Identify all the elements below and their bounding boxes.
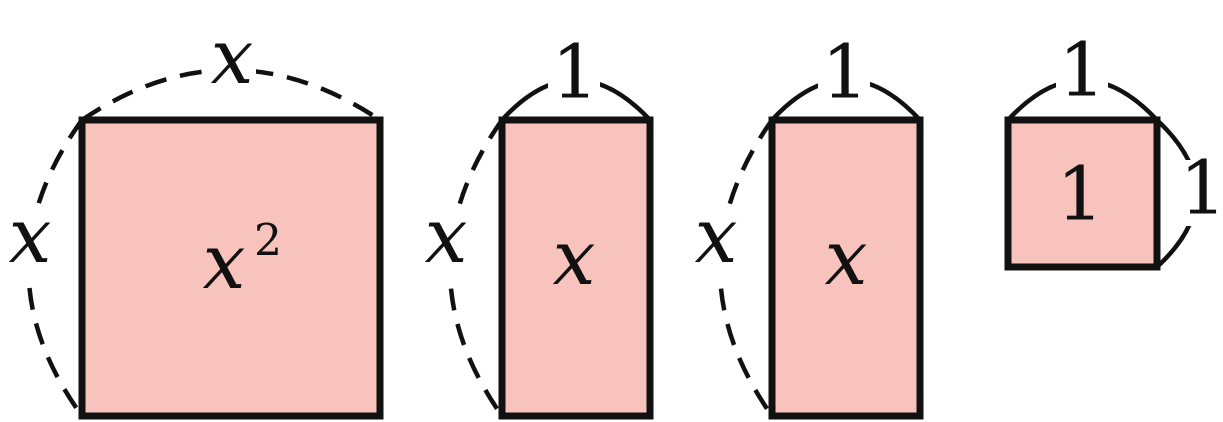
tile-x-a: 1 x x (422, 29, 654, 420)
side-label-x-a: x (425, 191, 468, 280)
area-label-x-a: x (553, 213, 596, 302)
tile-x-b: 1 x x (692, 29, 924, 420)
top-label-x-a: 1 (551, 29, 598, 115)
square-tile-x-squared (78, 116, 384, 420)
area-label-x-squared: x (203, 217, 246, 306)
tile-one: 1 1 1 (1004, 27, 1223, 271)
side-label-one: 1 (1179, 145, 1223, 231)
area-label-x-b: x (825, 213, 868, 302)
unit-tile-one (1004, 116, 1161, 271)
rect-tile-x-b (768, 116, 924, 420)
rect-tile-x-a (498, 116, 654, 420)
area-exponent-x-squared: 2 (254, 216, 282, 267)
area-label-one: 1 (1056, 151, 1103, 237)
top-label-x-b: 1 (821, 29, 868, 115)
tile-x-squared: x x x 2 (6, 12, 384, 420)
side-label-x-squared: x (9, 191, 52, 280)
side-label-x-b: x (695, 191, 738, 280)
top-label-one: 1 (1058, 27, 1105, 113)
top-label-x-squared: x (211, 12, 254, 101)
